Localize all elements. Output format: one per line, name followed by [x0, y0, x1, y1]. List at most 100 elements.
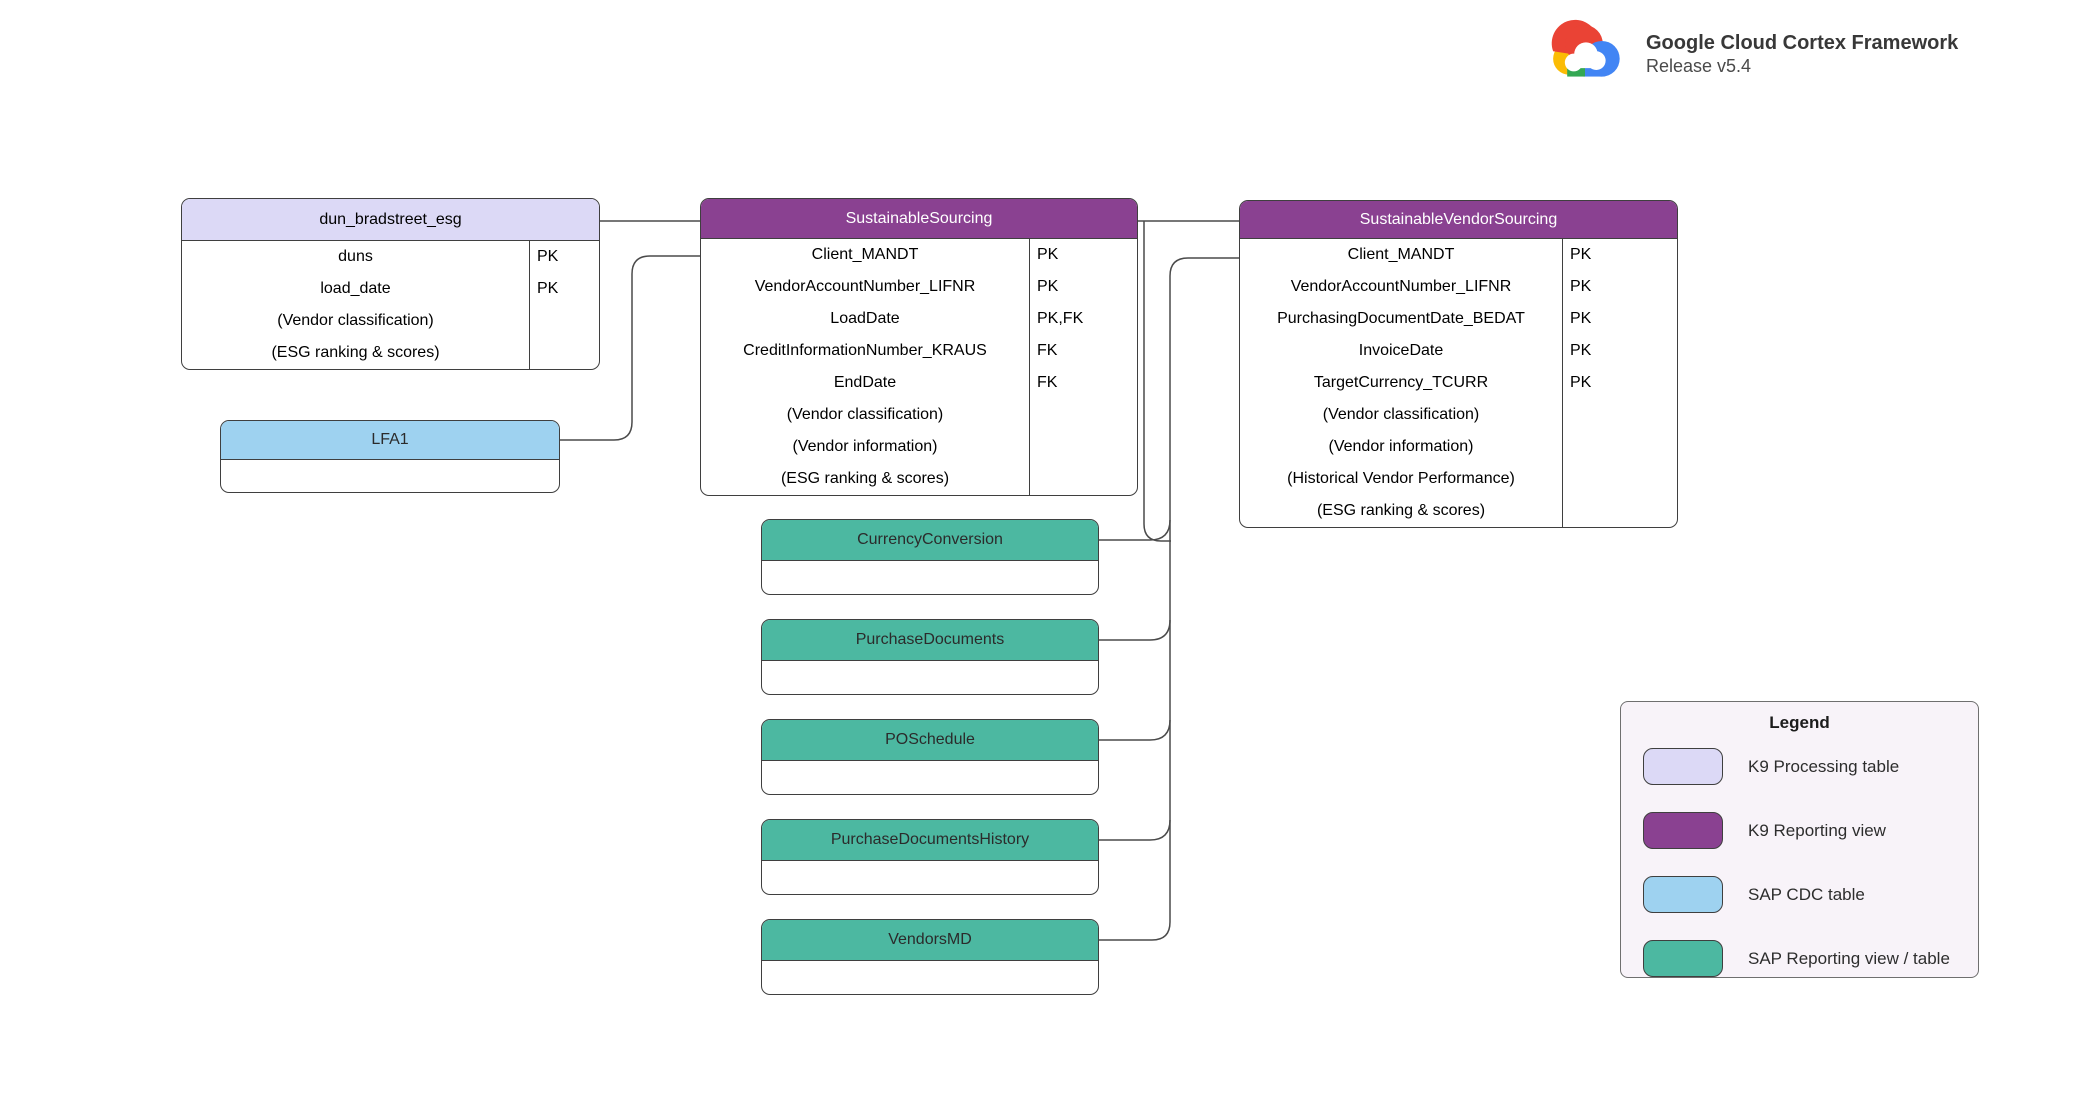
key-cell [1562, 463, 1677, 495]
column-name-cell: load_date [320, 280, 391, 297]
table-row: (Vendor classification) [182, 305, 599, 337]
google-cloud-logo [1551, 19, 1620, 77]
column-name-cell: (ESG ranking & scores) [1316, 502, 1486, 519]
table-row: PurchasingDocumentDate_BEDAT PK [1240, 303, 1677, 335]
key-cell: PK [1029, 239, 1137, 271]
legend-title: Legend [1769, 713, 1830, 732]
table-row: (Historical Vendor Performance) [1240, 463, 1677, 495]
key-cell: PK [1562, 271, 1677, 303]
column-name-cell: Client_MANDT [811, 246, 919, 263]
key-cell: PK [1562, 335, 1677, 367]
table-row: TargetCurrency_TCURR PK [1240, 367, 1677, 399]
key-cell [1562, 431, 1677, 463]
column-name-cell: (ESG ranking & scores) [271, 344, 440, 361]
key-cell [1029, 431, 1137, 463]
table-title: dun_bradstreet_esg [182, 199, 599, 241]
column-name-cell: (Vendor classification) [277, 312, 434, 329]
legend-label: SAP Reporting view / table [1748, 948, 1950, 968]
table-row: (Vendor information) [1240, 431, 1677, 463]
table-row: InvoiceDate PK [1240, 335, 1677, 367]
table-row: duns PK [182, 241, 599, 273]
table-title: CurrencyConversion [762, 520, 1098, 561]
table-purchase-documents: PurchaseDocuments [761, 619, 1099, 695]
legend-item: SAP Reporting view / table [1643, 940, 1978, 977]
column-name-cell: (Vendor information) [1328, 438, 1474, 455]
table-lfa1: LFA1 [220, 420, 560, 493]
table-title: SustainableSourcing [701, 199, 1137, 239]
key-cell [1029, 399, 1137, 431]
legend-label: SAP CDC table [1748, 884, 1865, 904]
column-name-cell: Client_MANDT [1347, 246, 1455, 263]
table-body [221, 460, 559, 492]
key-cell: PK [1562, 303, 1677, 335]
table-row: (Vendor information) [701, 431, 1137, 463]
legend-label: K9 Reporting view [1748, 820, 1886, 840]
sap-reporting-swatch [1643, 940, 1723, 977]
table-row: (Vendor classification) [1240, 399, 1677, 431]
column-name-cell: duns [338, 248, 373, 265]
legend-item: K9 Processing table [1643, 748, 1978, 785]
table-title: VendorsMD [762, 920, 1098, 961]
connector-currencyconversion-to-trunk [1099, 519, 1171, 541]
key-cell: PK [1562, 367, 1677, 399]
column-name-cell: PurchasingDocumentDate_BEDAT [1277, 310, 1525, 327]
table-body [762, 961, 1098, 994]
column-name-cell: VendorAccountNumber_LIFNR [754, 278, 976, 295]
table-row: (ESG ranking & scores) [182, 337, 599, 369]
table-body [762, 761, 1098, 794]
key-cell: PK,FK [1029, 303, 1137, 335]
key-cell: FK [1029, 335, 1137, 367]
table-currency-conversion: CurrencyConversion [761, 519, 1099, 595]
column-name-cell: (ESG ranking & scores) [780, 470, 950, 487]
sap-cdc-swatch [1643, 876, 1723, 913]
k9-reporting-swatch [1643, 812, 1723, 849]
table-body: Client_MANDT PK VendorAccountNumber_LIFNR… [701, 239, 1137, 495]
table-row: (Vendor classification) [701, 399, 1137, 431]
legend-item: SAP CDC table [1643, 876, 1978, 913]
column-name-cell: (Vendor classification) [1322, 406, 1480, 423]
key-cell [1562, 399, 1677, 431]
table-title: SustainableVendorSourcing [1240, 201, 1677, 239]
key-cell [529, 305, 599, 337]
table-title: PurchaseDocumentsHistory [762, 820, 1098, 861]
table-purchase-documents-history: PurchaseDocumentsHistory [761, 819, 1099, 895]
table-title: PurchaseDocuments [762, 620, 1098, 661]
key-cell [1562, 495, 1677, 527]
legend-item: K9 Reporting view [1643, 812, 1978, 849]
table-body [762, 661, 1098, 694]
legend-label: K9 Processing table [1748, 756, 1900, 776]
table-row: load_date PK [182, 273, 599, 305]
connector-sustainablesourcing-branch-down [1143, 221, 1171, 542]
column-name-cell: CreditInformationNumber_KRAUS [743, 342, 987, 359]
column-name-cell: (Vendor information) [792, 438, 938, 455]
table-vendors-md: VendorsMD [761, 919, 1099, 995]
legend-panel: Legend K9 Processing table K9 Reporting … [1620, 701, 1979, 978]
column-name-cell: InvoiceDate [1358, 342, 1444, 359]
column-name-cell: EndDate [833, 374, 897, 391]
table-title: LFA1 [221, 421, 559, 460]
connector-poschedule-to-trunk [1099, 719, 1171, 741]
brand-header: Google Cloud Cortex Framework Release v5… [1540, 10, 1958, 100]
column-name-cell: TargetCurrency_TCURR [1313, 374, 1489, 391]
column-name-cell: LoadDate [830, 310, 900, 327]
key-cell: PK [529, 241, 599, 273]
key-cell: PK [529, 273, 599, 305]
key-cell [529, 337, 599, 369]
table-po-schedule: POSchedule [761, 719, 1099, 795]
table-row: LoadDate PK,FK [701, 303, 1137, 335]
k9-processing-swatch [1643, 748, 1723, 785]
table-title: POSchedule [762, 720, 1098, 761]
table-body [762, 561, 1098, 594]
connector-purchasedocumentshistory-to-trunk [1099, 819, 1171, 841]
app-title: Google Cloud Cortex Framework [1646, 32, 1959, 55]
table-row: CreditInformationNumber_KRAUS FK [701, 335, 1137, 367]
column-name-cell: VendorAccountNumber_LIFNR [1290, 278, 1512, 295]
key-cell [1029, 463, 1137, 495]
